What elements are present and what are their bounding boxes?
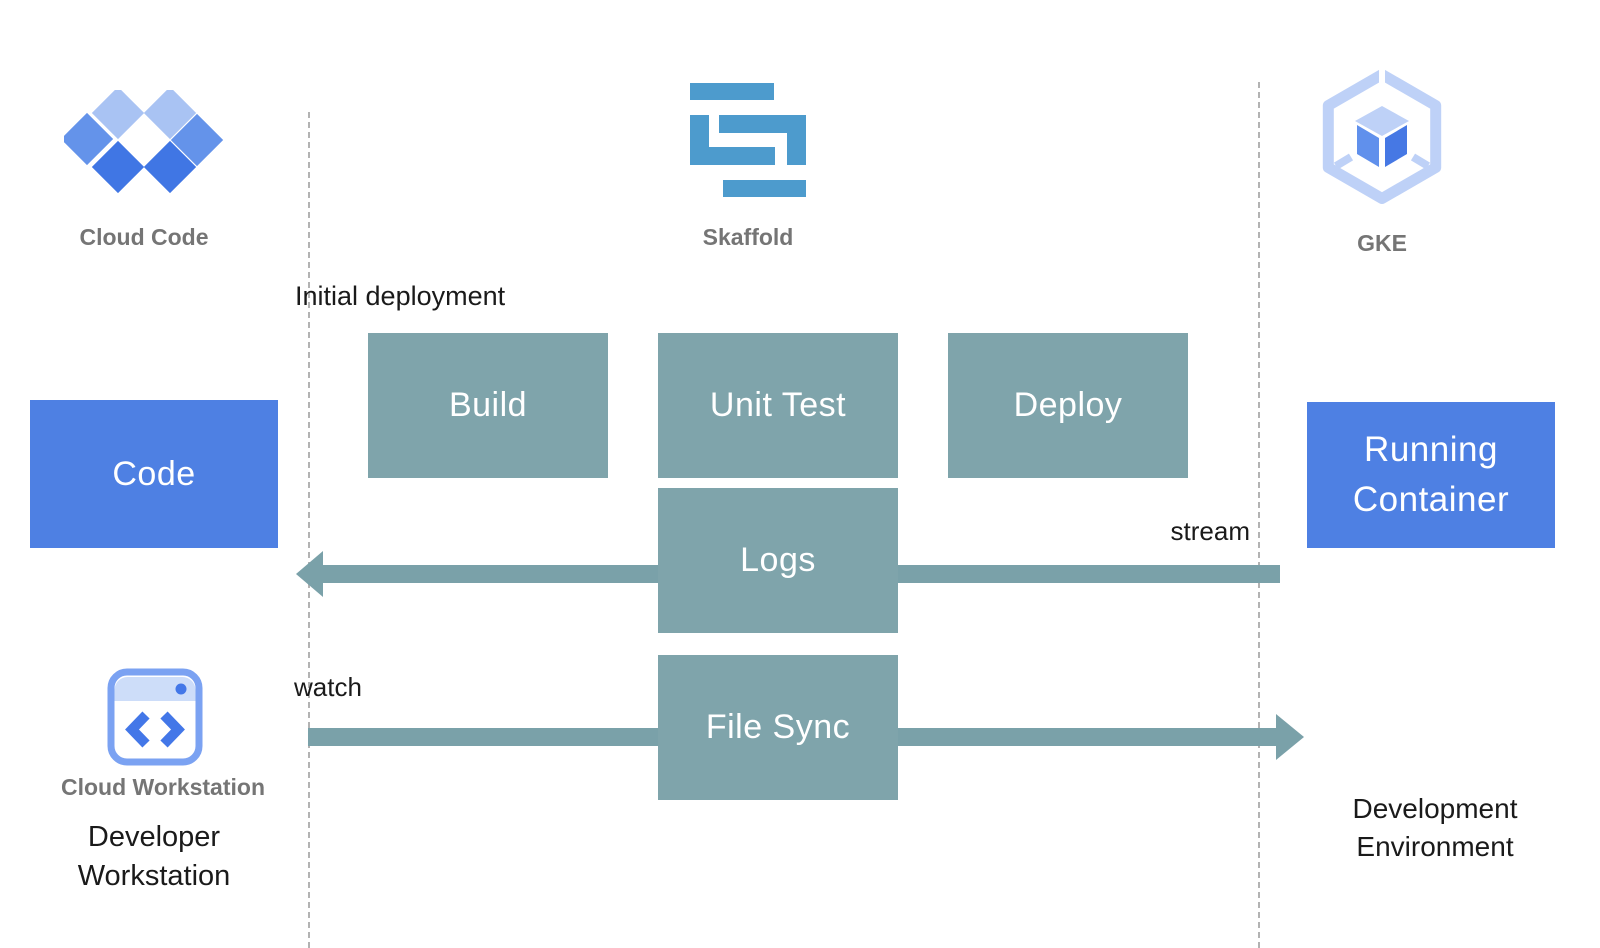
development-environment-line2: Environment — [1356, 831, 1514, 862]
development-environment-label: Development Environment — [1295, 790, 1575, 866]
gke-icon — [1321, 66, 1443, 212]
running-container-line2: Container — [1352, 480, 1510, 519]
skaffold-label: Skaffold — [702, 224, 794, 250]
build-box-label: Build — [448, 386, 528, 424]
watch-label: watch — [294, 672, 362, 702]
developer-workstation-line2: Workstation — [77, 860, 231, 892]
gke-label: GKE — [1357, 230, 1407, 256]
deploy-box: Deploy — [948, 333, 1188, 478]
build-box: Build — [368, 333, 608, 478]
development-environment-line1: Development — [1352, 793, 1518, 824]
initial-deployment-label: Initial deployment — [295, 281, 506, 311]
code-box-label: Code — [112, 454, 196, 493]
running-container-box: Running Container — [1307, 402, 1555, 548]
cloud-code-label: Cloud Code — [79, 224, 209, 250]
logs-arrowhead-icon — [296, 551, 323, 597]
developer-workstation-label: Developer Workstation — [34, 818, 274, 896]
logs-box: Logs — [658, 488, 898, 633]
skaffold-icon — [690, 83, 806, 202]
cloud-workstation-icon — [107, 668, 203, 771]
code-box: Code — [30, 400, 278, 548]
cloud-code-icon — [60, 86, 224, 199]
deploy-box-label: Deploy — [1013, 386, 1123, 424]
cloud-workstation-label: Cloud Workstation — [60, 774, 265, 800]
file-sync-box: File Sync — [658, 655, 898, 800]
logs-box-label: Logs — [740, 541, 816, 579]
file-sync-arrowhead-icon — [1276, 714, 1304, 760]
unit-test-box-label: Unit Test — [709, 386, 847, 424]
right-boundary-line — [1258, 82, 1260, 948]
stream-label: stream — [1170, 516, 1250, 546]
developer-workstation-line1: Developer — [87, 821, 221, 853]
running-container-line1: Running — [1364, 430, 1498, 469]
left-boundary-line — [308, 112, 310, 948]
unit-test-box: Unit Test — [658, 333, 898, 478]
file-sync-box-label: File Sync — [705, 708, 851, 746]
